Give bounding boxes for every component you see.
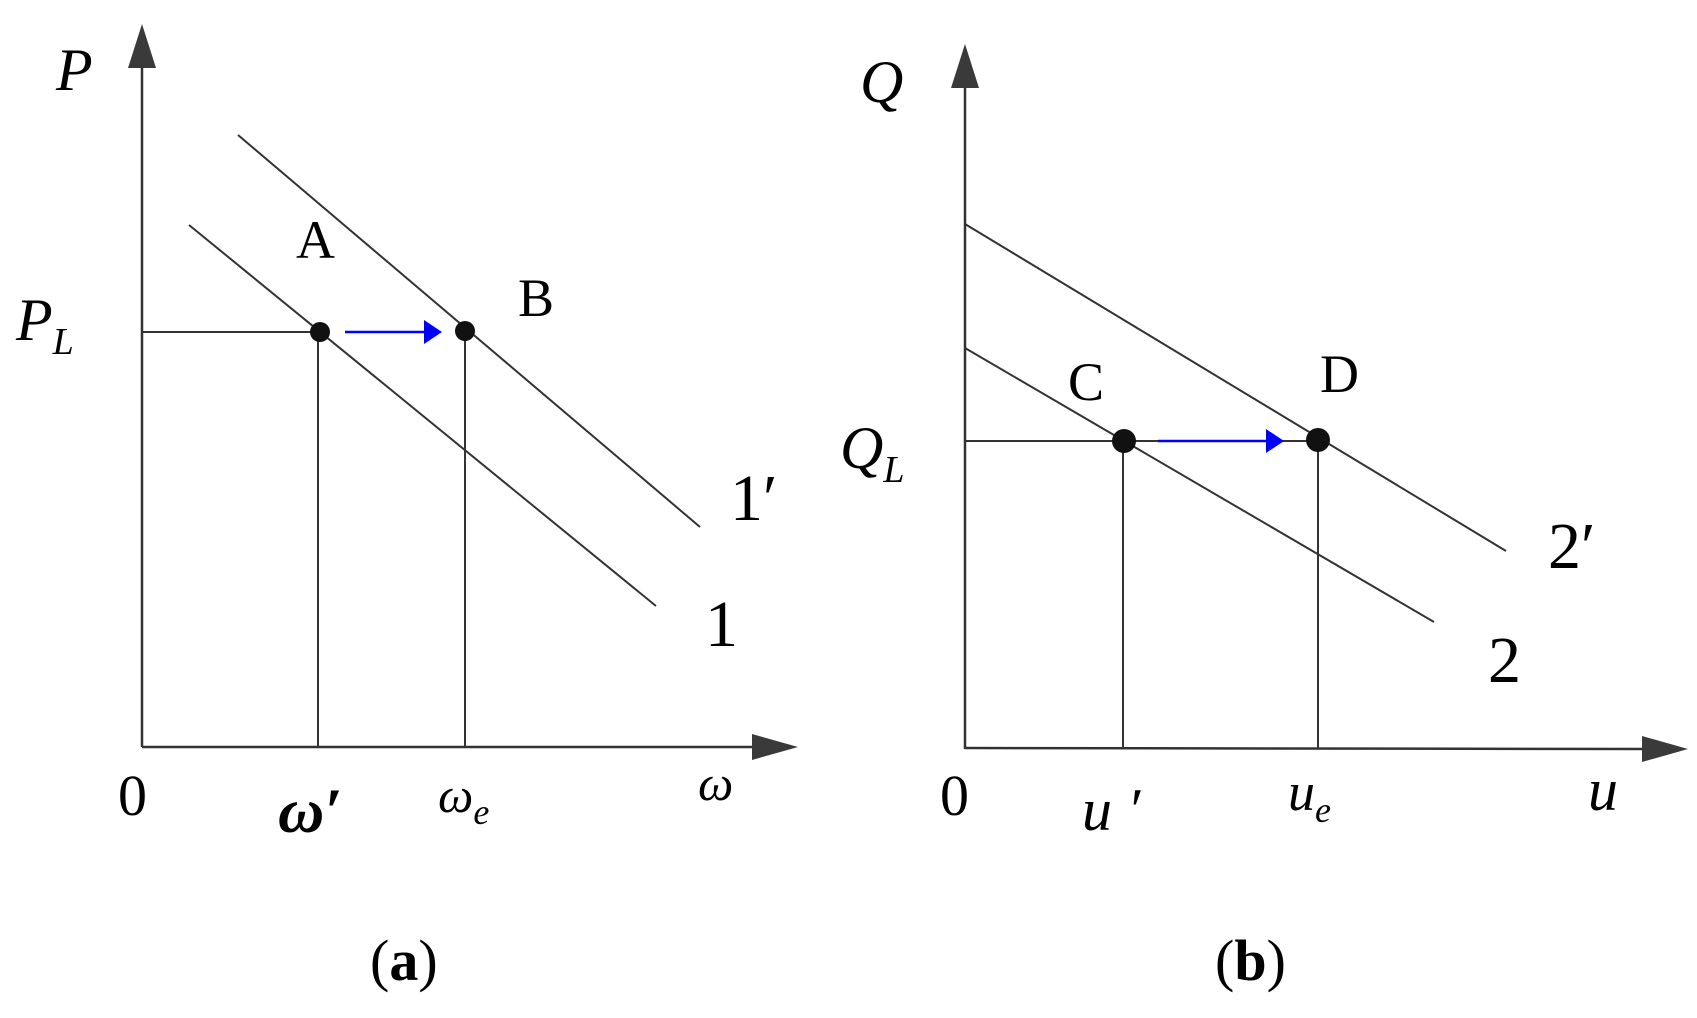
curve-2 [964,347,1435,623]
caption-b: (b) [1215,928,1286,993]
y-axis-label-a: P [55,37,93,103]
panel-b: Q QL C D 2 2′ 0 u ′ ue u (b) [840,44,1688,993]
point-c-label: C [1068,352,1104,412]
x-axis-label-a: ω [698,755,733,811]
point-d-marker [1306,428,1330,452]
curve-2-prime [964,223,1507,552]
caption-a: (a) [370,928,438,993]
curve-1 [188,224,657,607]
shift-arrow-b-head [1266,429,1284,453]
point-b-marker [455,321,475,341]
omega-prime-label: ω′ [278,775,342,846]
x-axis-b-arrowhead [1642,736,1688,762]
point-b-label: B [518,268,554,328]
curve-2-prime-label: 2′ [1548,510,1595,583]
origin-label-a: 0 [118,763,147,828]
y-axis-a-arrowhead [128,24,156,68]
y-axis-b-arrowhead [951,44,979,88]
x-axis-a-arrowhead [752,734,798,760]
point-c-marker [1112,429,1136,453]
p-level-label: PL [15,287,74,363]
omega-e-label: ωe [438,767,489,832]
curve-1-label: 1 [705,588,738,661]
origin-label-b: 0 [940,763,969,828]
u-e-label: ue [1288,762,1331,830]
panel-a: P PL A B 1 1′ 0 ω′ ωe ω (a) [15,24,798,993]
point-a-marker [310,322,330,342]
x-axis-label-b: u [1588,757,1618,823]
q-level-label: QL [840,415,904,491]
curve-1-prime-label: 1′ [730,462,777,535]
curve-2-label: 2 [1488,624,1521,697]
point-d-label: D [1320,344,1359,404]
x-axis-b [964,746,1651,751]
point-a-label: A [296,210,335,270]
shift-arrow-a-head [424,320,442,344]
u-prime-label: u ′ [1082,777,1141,843]
y-axis-label-b: Q [860,49,903,115]
